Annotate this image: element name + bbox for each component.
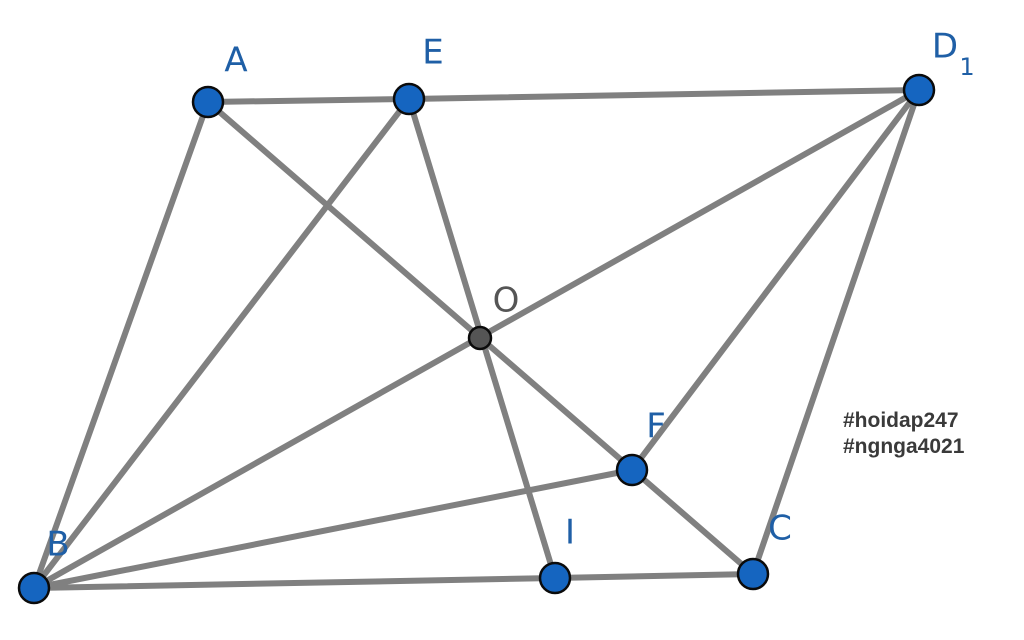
segment-b-f <box>31 467 635 591</box>
label-c: C <box>768 509 792 549</box>
hashtag-1: #hoidap247 <box>843 409 959 432</box>
label-a: A <box>224 41 247 81</box>
point-c <box>736 557 770 591</box>
label-d1-subscript: 1 <box>959 53 974 81</box>
label-i: I <box>565 513 575 553</box>
segment-d1-f <box>629 87 922 473</box>
labels-layer: A E D1O F B I C <box>46 27 974 565</box>
points-layer <box>17 73 936 605</box>
segment-a-b <box>31 99 211 591</box>
label-b: B <box>46 525 69 565</box>
label-e: E <box>422 33 443 73</box>
label-d1: D <box>932 27 958 67</box>
segment-b-i <box>31 575 558 591</box>
point-d1 <box>902 73 936 107</box>
segment-e-d1 <box>406 87 922 102</box>
segment-d1-c <box>750 87 922 577</box>
point-a <box>191 85 225 119</box>
label-o: O <box>493 281 520 321</box>
hashtag-2: #ngnga4021 <box>843 435 965 458</box>
point-b <box>17 571 51 605</box>
point-o <box>467 325 493 351</box>
segment-i-c <box>552 571 756 581</box>
segment-e-b <box>31 96 412 591</box>
point-f <box>615 453 649 487</box>
hashtag-watermark: #hoidap247 #ngnga4021 <box>843 408 964 460</box>
point-e <box>392 82 426 116</box>
segment-a-e <box>205 96 412 105</box>
point-i <box>538 561 572 595</box>
label-f: F <box>646 407 666 447</box>
